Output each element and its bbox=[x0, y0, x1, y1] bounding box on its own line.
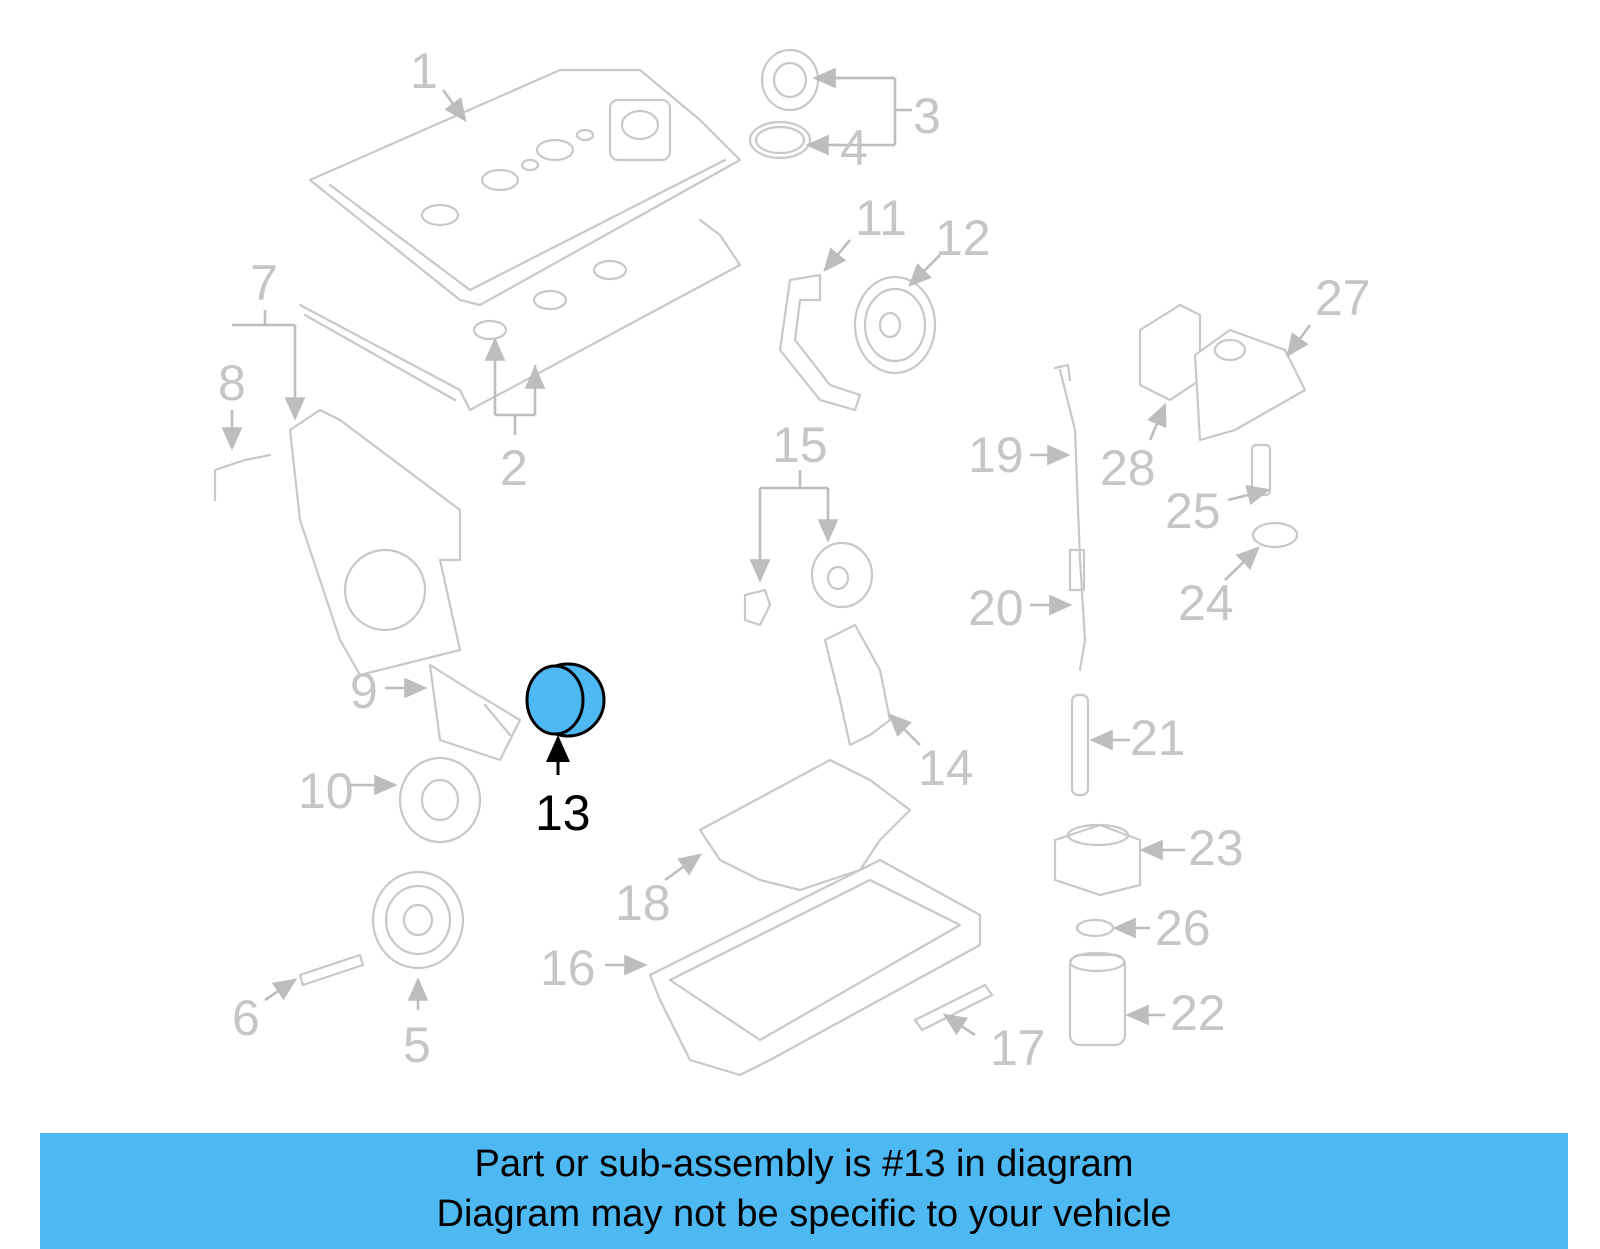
valve-cover-part bbox=[308, 68, 742, 307]
callout-14: 14 bbox=[918, 740, 974, 796]
callout-11: 11 bbox=[855, 190, 907, 246]
callout-6: 6 bbox=[232, 990, 260, 1046]
sealant-tube-part bbox=[913, 983, 994, 1032]
baffle-part bbox=[698, 758, 912, 892]
callout-24: 24 bbox=[1178, 575, 1234, 631]
callout-3: 3 bbox=[913, 88, 941, 144]
cam-gear-part bbox=[853, 275, 937, 375]
callout-27: 27 bbox=[1315, 270, 1371, 326]
parts-diagram: 1 2 3 4 5 6 7 8 9 10 11 12 13 14 15 16 1… bbox=[213, 43, 1371, 1077]
callout-4: 4 bbox=[840, 120, 868, 176]
callout-1: 1 bbox=[410, 43, 438, 99]
callout-7: 7 bbox=[250, 255, 278, 311]
oil-filter-part bbox=[1068, 951, 1127, 1047]
callout-9: 9 bbox=[350, 663, 378, 719]
damper-part bbox=[371, 870, 465, 970]
filter-gasket-part bbox=[1075, 918, 1115, 938]
dipstick-tube-part bbox=[1070, 693, 1090, 797]
guide-part bbox=[823, 623, 892, 747]
callout-20: 20 bbox=[968, 580, 1024, 636]
callout-5: 5 bbox=[403, 1017, 431, 1073]
callout-10: 10 bbox=[298, 763, 354, 819]
tensioner-part bbox=[743, 541, 874, 627]
callout-22: 22 bbox=[1170, 985, 1226, 1041]
banner-line-part: Part or sub-assembly is #13 in diagram bbox=[474, 1143, 1134, 1185]
callout-12: 12 bbox=[935, 210, 991, 266]
oil-filler-cap-part bbox=[748, 48, 820, 160]
callout-15: 15 bbox=[772, 417, 828, 473]
callout-23: 23 bbox=[1188, 820, 1244, 876]
callout-19: 19 bbox=[968, 427, 1024, 483]
highlighted-sprocket-part bbox=[525, 662, 606, 738]
callout-8: 8 bbox=[218, 355, 246, 411]
callout-labels: 1 2 3 4 5 6 7 8 9 10 11 12 13 14 15 16 1… bbox=[218, 43, 1371, 1076]
bracket-part bbox=[213, 453, 272, 502]
leader-lines bbox=[221, 67, 1312, 1037]
stud-part bbox=[1250, 443, 1272, 497]
bolt-part bbox=[298, 953, 365, 987]
timing-cover-part bbox=[288, 408, 462, 677]
callout-28: 28 bbox=[1100, 440, 1156, 496]
oil-cooler-part bbox=[1138, 303, 1307, 442]
o-ring-part bbox=[1251, 521, 1299, 549]
callout-13: 13 bbox=[535, 785, 591, 841]
callout-25: 25 bbox=[1165, 483, 1221, 539]
dipstick-part bbox=[1053, 363, 1087, 672]
callout-18: 18 bbox=[615, 875, 671, 931]
timing-belt-part bbox=[778, 273, 862, 412]
callout-2: 2 bbox=[500, 440, 528, 496]
callout-26: 26 bbox=[1155, 900, 1211, 956]
callout-16: 16 bbox=[540, 940, 596, 996]
info-banner: Part or sub-assembly is #13 in diagram D… bbox=[40, 1133, 1568, 1249]
callout-21: 21 bbox=[1130, 710, 1186, 766]
lower-cover-part bbox=[428, 663, 522, 762]
oil-pan-part bbox=[648, 858, 982, 1077]
crank-sprocket-part bbox=[398, 756, 482, 844]
callout-17: 17 bbox=[990, 1020, 1046, 1076]
banner-line-disclaimer: Diagram may not be specific to your vehi… bbox=[436, 1193, 1172, 1235]
filter-housing-part bbox=[1053, 823, 1142, 897]
